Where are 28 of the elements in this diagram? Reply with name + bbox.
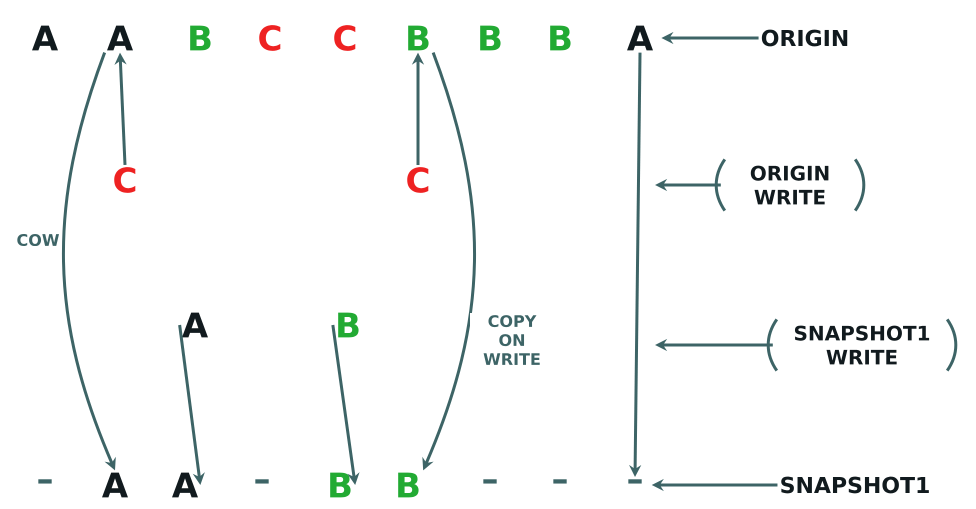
note-text: SNAPSHOT1 WRITE (766, 318, 958, 372)
row-label: SNAPSHOT1 (781, 476, 929, 494)
letter: – (38, 479, 52, 484)
letter: C (334, 25, 356, 51)
letter: – (255, 479, 269, 484)
letter: A (182, 312, 208, 338)
letter: – (553, 479, 567, 484)
letter: B (408, 26, 429, 50)
letter: A (102, 472, 128, 498)
letter: A (32, 26, 58, 50)
letter: – (628, 479, 642, 484)
letter: B (398, 472, 419, 498)
letter: C (259, 25, 280, 51)
letter: B (480, 26, 501, 50)
letter: B (190, 26, 211, 50)
letter: B (338, 312, 359, 338)
edge-label: COW (14, 232, 62, 248)
letter: A (627, 26, 653, 50)
letter: – (483, 479, 497, 484)
letter: C (407, 167, 428, 193)
edge-label: COPY ON WRITE (470, 313, 554, 367)
row-label: ORIGIN (762, 30, 848, 46)
letter: B (330, 472, 351, 498)
letter: A (172, 472, 198, 498)
letter: C (114, 167, 136, 193)
letter: B (550, 26, 571, 50)
note-text: ORIGIN WRITE (714, 158, 866, 212)
letter: A (107, 26, 133, 50)
